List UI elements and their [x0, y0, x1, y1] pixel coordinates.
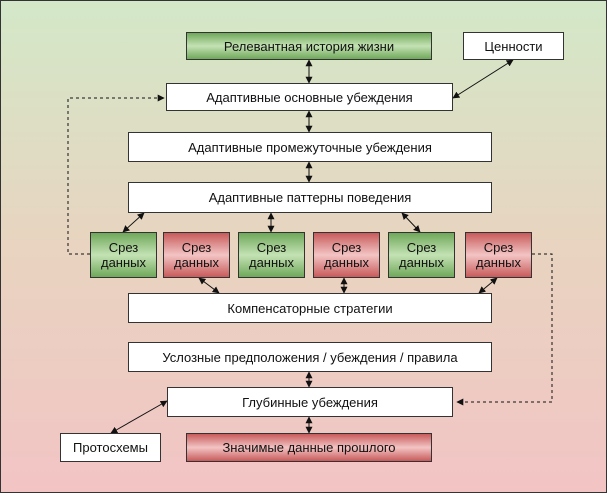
arrow-values-core	[452, 59, 514, 99]
adaptive-core-beliefs-box: Адаптивные основные убеждения	[166, 83, 453, 111]
data-slice-4-line2: данных	[323, 255, 370, 270]
data-slice-5-line2: данных	[398, 255, 445, 270]
dashed-feedback-left	[67, 94, 165, 255]
adaptive-intermediate-beliefs-box: Адаптивные промежуточные убеждения	[128, 132, 492, 162]
relevant-life-history-box: Релевантная история жизни	[186, 32, 432, 60]
data-slice-6: Срез данных	[465, 232, 532, 278]
arrow-patterns-slice1	[122, 212, 145, 233]
data-slice-2: Срез данных	[163, 232, 230, 278]
data-slice-1-line1: Срез	[108, 240, 139, 255]
arrow-patterns-slice5	[401, 212, 421, 233]
adaptive-behavior-patterns-box: Адаптивные паттерны поведения	[128, 182, 492, 213]
data-slice-2-line2: данных	[173, 255, 220, 270]
data-slice-4-line1: Срез	[331, 240, 362, 255]
arrow-slice6-compensatory	[478, 277, 498, 294]
data-slice-3: Срез данных	[238, 232, 305, 278]
significant-past-data-box: Значимые данные прошлого	[186, 433, 432, 462]
data-slice-6-line1: Срез	[483, 240, 514, 255]
values-box: Ценности	[463, 32, 564, 60]
data-slice-1-line2: данных	[100, 255, 147, 270]
data-slice-2-line1: Срез	[181, 240, 212, 255]
arrow-deep-protoschemas	[110, 400, 168, 434]
data-slice-5: Срез данных	[388, 232, 455, 278]
data-slice-5-line1: Срез	[406, 240, 437, 255]
deep-beliefs-box: Глубинные убеждения	[167, 387, 453, 417]
conditional-assumptions-box: Услозные предположения / убеждения / пра…	[128, 342, 492, 372]
compensatory-strategies-box: Компенсаторные стратегии	[128, 293, 492, 323]
data-slice-3-line2: данных	[248, 255, 295, 270]
arrow-slice2-compensatory	[198, 277, 220, 294]
data-slice-4: Срез данных	[313, 232, 380, 278]
data-slice-6-line2: данных	[475, 255, 522, 270]
data-slice-3-line1: Срез	[256, 240, 287, 255]
data-slice-1: Срез данных	[90, 232, 157, 278]
protoschemas-box: Протосхемы	[60, 433, 161, 462]
